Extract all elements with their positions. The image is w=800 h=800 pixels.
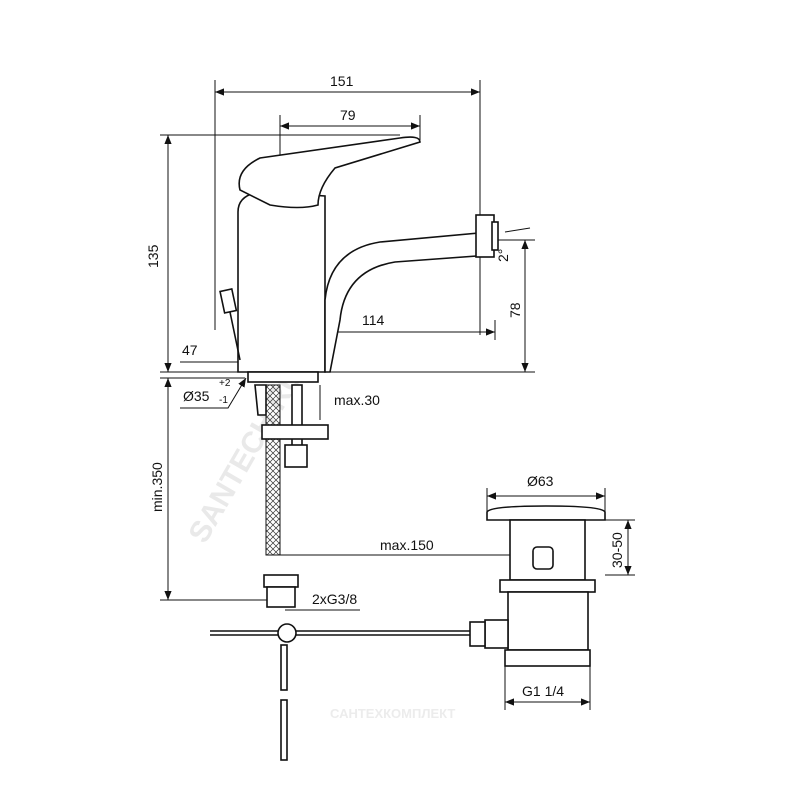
- dim-spout-reach: 114: [362, 312, 385, 328]
- dim-handle-width: 79: [340, 107, 356, 123]
- dim-angle: 2°: [495, 249, 511, 262]
- waste-fitting: [469, 505, 606, 667]
- dim-connections: 2xG3/8: [312, 591, 357, 607]
- dim-hole-tol-minus: -1: [219, 395, 228, 406]
- dim-waste-thread: G1 1/4: [522, 683, 564, 699]
- dim-min-hose: min.350: [149, 462, 165, 512]
- dim-spout-height: 78: [507, 302, 523, 318]
- dim-waste-diameter: Ø63: [527, 473, 554, 489]
- dim-height: 135: [145, 244, 161, 268]
- watermark: САНТЕХКОМПЛЕКТ: [330, 706, 455, 721]
- faucet-body: [210, 136, 499, 761]
- dim-max-thickness: max.30: [334, 392, 380, 408]
- dim-overall-width: 151: [330, 73, 354, 89]
- dim-hole-diameter: Ø35: [183, 388, 210, 404]
- dim-waste-range: 30-50: [609, 532, 625, 568]
- dimension-labels: 151 79 135 2° 78 114 47 Ø35 +2 -1 max.30…: [145, 73, 625, 699]
- dim-rod-length: max.150: [380, 537, 434, 553]
- dim-hole-tol-plus: +2: [219, 378, 231, 389]
- dim-base-width: 47: [182, 342, 198, 358]
